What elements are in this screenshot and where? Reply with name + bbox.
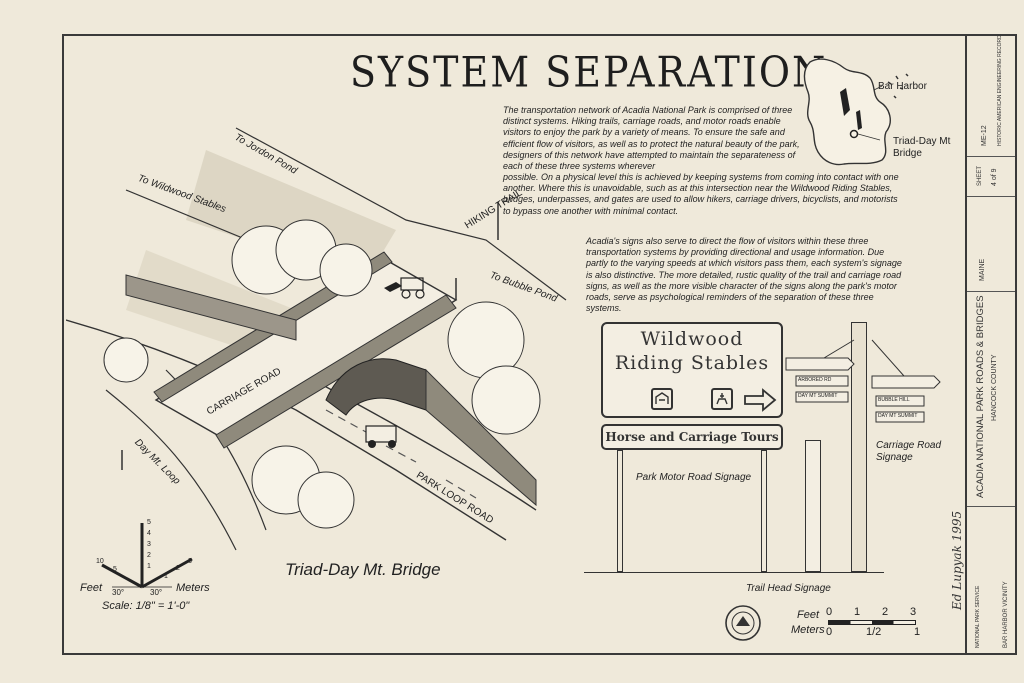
tree-canopy	[103, 337, 149, 383]
label-carriage-road-signage: Carriage Road Signage	[876, 440, 942, 463]
right-scale-feet-tick-3: 3	[910, 606, 917, 618]
scale-angle-left: 30°	[112, 588, 125, 597]
stone-wall	[125, 274, 297, 341]
wildwood-sign-line2: Riding Stables	[614, 352, 770, 374]
map-label-bar-harbor: Bar Harbor	[878, 81, 927, 92]
signboard	[795, 375, 849, 387]
tree-canopy	[471, 365, 541, 435]
signboard-brace	[823, 339, 905, 377]
right-scale-feet-label: Feet	[797, 609, 820, 621]
scale-angle-right: 30°	[150, 588, 163, 597]
right-scale-meters-label: Meters	[791, 624, 825, 636]
wildwood-sign: Wildwood Riding Stables	[601, 322, 783, 418]
signboard-text-2: DAY MT SUMMIT	[798, 393, 838, 399]
scale-feet-bar	[101, 563, 143, 589]
tree-canopy	[319, 243, 373, 297]
islands	[887, 73, 909, 99]
signboard-arrow	[871, 375, 941, 389]
automobile	[365, 425, 397, 448]
scale-meters-bar	[141, 557, 193, 589]
sign-post-left	[617, 450, 623, 572]
right-scale-feet-tick-0: 0	[826, 606, 833, 618]
scale-meters-label: Meters	[176, 582, 210, 594]
nps-seal-icon	[725, 605, 761, 641]
horse-carriage-tours-sign: Horse and Carriage Tours	[601, 424, 783, 450]
day-mt-loop-edge	[105, 389, 237, 551]
signboard-text-4: DAY MT SUMMIT	[878, 413, 918, 419]
artist-signature: Ed Lupyak 1995	[950, 510, 964, 610]
title-block-survey-no: ME-12	[981, 125, 988, 146]
stone-parapet	[215, 294, 457, 449]
horse-rider-icon	[711, 388, 733, 410]
signboard-text-3: BUBBLE HILL	[878, 397, 910, 403]
arrow-right-icon	[744, 388, 777, 412]
wildwood-sign-line1: Wildwood	[640, 328, 744, 350]
scale-tick-meters-1: 1	[164, 573, 168, 580]
paragraph-intro: The transportation network of Acadia Nat…	[503, 105, 800, 172]
paragraph-signage: Acadia's signs also serve to direct the …	[586, 236, 902, 314]
sign-post-right	[761, 450, 767, 572]
right-scale-meter-tick-half: 1/2	[866, 626, 882, 638]
drawing-frame	[62, 34, 967, 655]
title-block-sheet-no: 4 of 9	[991, 168, 998, 186]
scale-text: Scale: 1/8" = 1'-0"	[102, 600, 190, 612]
scale-feet-label: Feet	[80, 582, 103, 594]
right-scale-bar	[828, 620, 916, 625]
horse-carriage	[384, 277, 425, 299]
map-label-bridge: Triad-Day Mt Bridge	[893, 136, 951, 159]
title-block-divider	[967, 196, 1015, 197]
trail-head-post	[805, 440, 821, 572]
right-scale-meter-tick-0: 0	[826, 626, 833, 638]
title-block: ME-12 HISTORIC AMERICAN ENGINEERING RECO…	[967, 34, 1017, 655]
title-block-state: MAINE	[979, 258, 986, 281]
carriage-road-signboards	[785, 339, 941, 423]
signboard	[875, 395, 925, 407]
lake-shape	[856, 110, 862, 130]
paragraph-intro-continued: possible. On a physical level this is ac…	[503, 172, 899, 216]
signboard	[795, 391, 849, 403]
trail-edge	[235, 127, 567, 301]
leader-line	[857, 133, 881, 141]
isometric-scale	[101, 523, 193, 589]
title-block-sheet-label: SHEET	[977, 165, 983, 186]
title-block-program: HISTORIC AMERICAN ENGINEERING RECORD	[997, 35, 1003, 146]
drawing-caption: Triad-Day Mt. Bridge	[285, 560, 441, 579]
title-block-divider	[967, 506, 1015, 507]
horse-carriage-tours-text: Horse and Carriage Tours	[605, 430, 779, 444]
right-scale-feet-tick-2: 2	[882, 606, 889, 618]
carriage-road-post	[851, 322, 867, 572]
title-block-divider	[967, 291, 1015, 292]
right-scale-feet-tick-1: 1	[854, 606, 861, 618]
title-block-vicinity: BAR HARBOR VICINITY	[1003, 581, 1009, 648]
right-scale-meter-tick-1: 1	[914, 626, 921, 638]
horse-stable-icon	[651, 388, 673, 410]
location-map	[803, 58, 909, 166]
bridge-location-marker	[849, 129, 859, 139]
lake-shape	[840, 88, 850, 116]
scale-tick-meters-2: 2	[176, 565, 180, 572]
stone-wing-wall	[425, 368, 537, 507]
ground-line	[584, 572, 884, 573]
label-trail-head-signage: Trail Head Signage	[746, 583, 831, 594]
label-park-motor-road-signage: Park Motor Road Signage	[636, 472, 752, 483]
signboard-text-1: ARBORED RD	[798, 377, 832, 383]
title-block-agency: NATIONAL PARK SERVICE	[975, 585, 981, 648]
scale-ticks-vertical: 5 4 3 2 1	[147, 519, 151, 570]
tree-canopy	[297, 471, 355, 529]
title-block-divider	[967, 156, 1015, 157]
scale-tick-meters-3: 3	[188, 558, 192, 565]
title-block-project: ACADIA NATIONAL PARK ROADS & BRIDGES	[975, 295, 986, 498]
scale-tick-feet-5: 5	[113, 566, 117, 573]
signboard-arrow	[785, 357, 855, 371]
signboard	[875, 411, 925, 423]
scale-tick-feet-10: 10	[96, 558, 104, 565]
sheet-title: SYSTEM SEPARATION	[350, 47, 828, 97]
leader-line	[873, 85, 883, 91]
title-block-county: HANCOCK COUNTY	[991, 354, 998, 421]
road-centerline	[325, 409, 477, 499]
bridge-drawing	[66, 127, 567, 551]
